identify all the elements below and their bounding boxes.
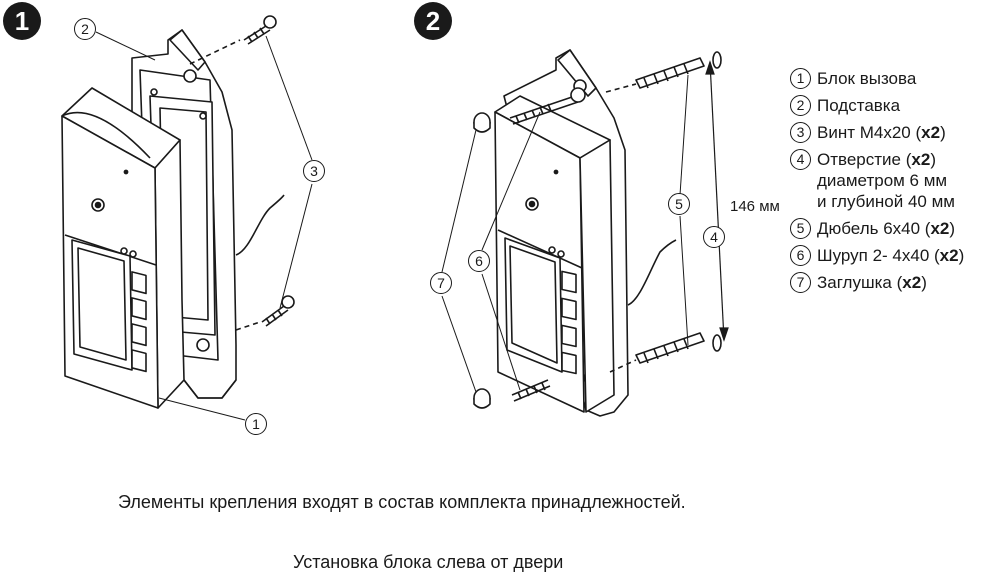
legend-item-1: 1 Блок вызова	[790, 68, 1000, 89]
legend-line: Заглушка (x2)	[817, 273, 927, 292]
legend-line: Дюбель 6х40 (x2)	[817, 219, 956, 238]
legend-number: 7	[790, 272, 811, 293]
legend-item-7: 7 Заглушка (x2)	[790, 272, 1000, 293]
legend-qty: x2	[902, 273, 922, 292]
legend-text: Винт М4х20 (x2)	[817, 122, 946, 143]
leader-lines	[95, 31, 689, 421]
callout-4: 4	[703, 226, 725, 248]
legend-line: Шуруп 2- 4х40 (x2)	[817, 246, 965, 265]
installation-title: Установка блока слева от двери	[293, 552, 564, 572]
dowel-top	[635, 57, 705, 89]
legend-qty: x2	[921, 123, 941, 142]
legend-line: и глубиной 40 мм	[817, 192, 955, 211]
callout-7: 7	[430, 272, 452, 294]
legend-item-3: 3 Винт М4х20 (x2)	[790, 122, 1000, 143]
call-unit-figure-1	[61, 87, 185, 409]
legend-number: 2	[790, 95, 811, 116]
legend-line: диаметром 6 мм	[817, 171, 948, 190]
legend-text: Блок вызова	[817, 68, 916, 89]
call-unit-figure-2	[494, 95, 615, 413]
plug-top	[473, 112, 491, 133]
legend-item-4: 4 Отверстие (x2) диаметром 6 мм и глубиной …	[790, 149, 1000, 212]
legend-text: Отверстие (x2) диаметром 6 мм и глубиной 4…	[817, 149, 955, 212]
legend-text: Шуруп 2- 4х40 (x2)	[817, 245, 964, 266]
hole-top	[712, 51, 722, 69]
screw-bottom-figure-1	[261, 295, 295, 327]
legend-item-2: 2 Подставка	[790, 95, 1000, 116]
step-2-badge: 2	[414, 2, 452, 40]
hole-bottom	[712, 334, 722, 352]
dowel-bottom	[635, 332, 705, 364]
legend-number: 1	[790, 68, 811, 89]
dimension-label: 146 мм	[730, 198, 780, 215]
legend-item-5: 5 Дюбель 6х40 (x2)	[790, 218, 1000, 239]
legend-number: 6	[790, 245, 811, 266]
wire-figure-2	[627, 239, 677, 306]
legend-qty: x2	[939, 246, 959, 265]
callout-5: 5	[668, 193, 690, 215]
legend-qty: x2	[930, 219, 950, 238]
dimension-line-146	[705, 60, 729, 342]
screw-top-figure-2	[509, 87, 586, 125]
callout-3: 3	[303, 160, 325, 182]
legend-item-6: 6 Шуруп 2- 4х40 (x2)	[790, 245, 1000, 266]
legend-text: Дюбель 6х40 (x2)	[817, 218, 955, 239]
plug-bottom	[473, 388, 491, 409]
callout-6: 6	[468, 250, 490, 272]
wire-figure-1	[235, 194, 285, 256]
legend-line: Отверстие (x2)	[817, 150, 936, 169]
kit-note: Элементы крепления входят в состав компл…	[118, 492, 686, 512]
legend-qty: x2	[911, 150, 931, 169]
callout-1: 1	[245, 413, 267, 435]
legend-number: 3	[790, 122, 811, 143]
screw-top-figure-1	[243, 15, 277, 45]
legend-number: 5	[790, 218, 811, 239]
callout-2: 2	[74, 18, 96, 40]
step-1-badge: 1	[3, 2, 41, 40]
legend-number: 4	[790, 149, 811, 170]
legend-line: Блок вызова	[817, 69, 917, 88]
legend-text: Подставка	[817, 95, 900, 116]
screw-bottom-figure-2	[511, 379, 551, 402]
legend-text: Заглушка (x2)	[817, 272, 927, 293]
legend-line: Винт М4х20 (x2)	[817, 123, 946, 142]
legend-line: Подставка	[817, 96, 901, 115]
